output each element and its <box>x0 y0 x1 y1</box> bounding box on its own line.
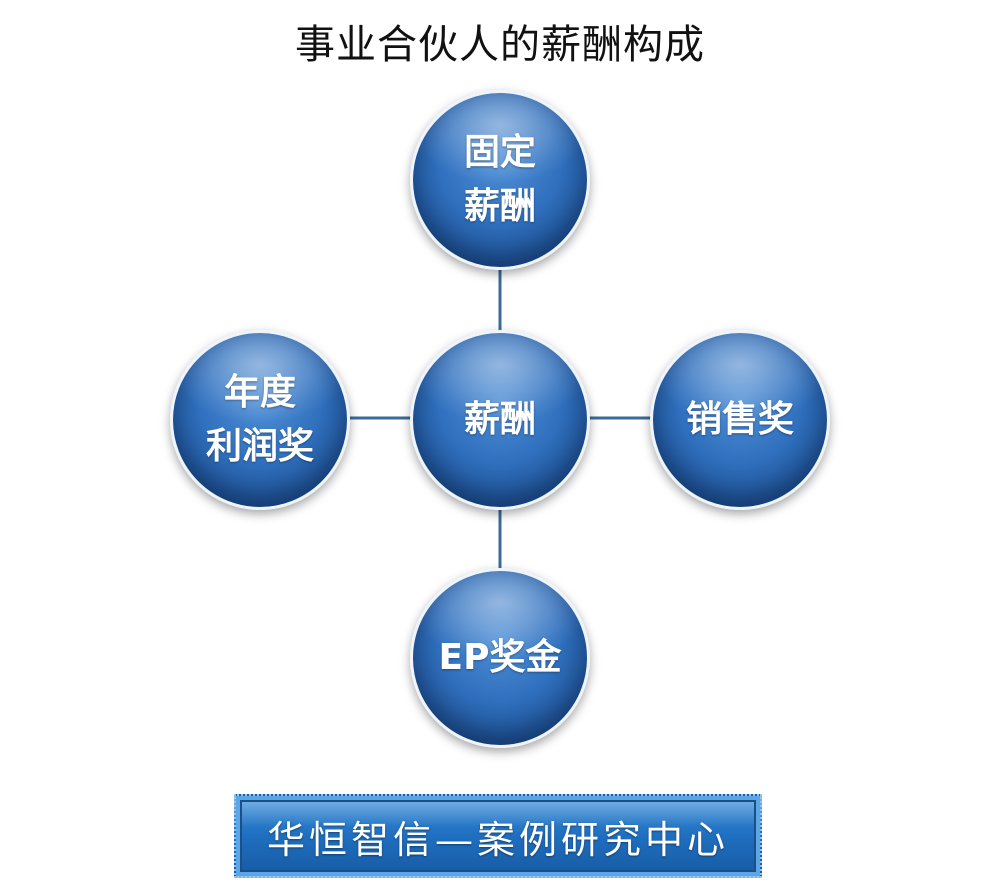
node-fixed-salary-line1: 固定 <box>463 132 536 173</box>
node-sales-bonus-line1: 销售奖 <box>685 399 794 440</box>
node-annual-profit-bonus-line2: 利润奖 <box>205 426 314 467</box>
node-fixed-salary-line2: 薪酬 <box>463 186 536 227</box>
node-annual-profit-bonus: 年度 利润奖 <box>170 330 350 510</box>
node-annual-profit-bonus-line1: 年度 <box>223 372 296 413</box>
node-fixed-salary: 固定 薪酬 <box>410 90 590 270</box>
source-banner: 华恒智信—案例研究中心 <box>234 794 762 878</box>
node-salary-center: 薪酬 <box>410 330 590 510</box>
node-salary-center-line1: 薪酬 <box>463 399 536 440</box>
node-ep-bonus: EP奖金 <box>410 568 590 748</box>
node-sales-bonus: 销售奖 <box>650 330 830 510</box>
source-banner-text: 华恒智信—案例研究中心 <box>266 817 729 862</box>
node-ep-bonus-line1: EP奖金 <box>438 637 562 678</box>
diagram-title: 事业合伙人的薪酬构成 <box>295 22 705 68</box>
